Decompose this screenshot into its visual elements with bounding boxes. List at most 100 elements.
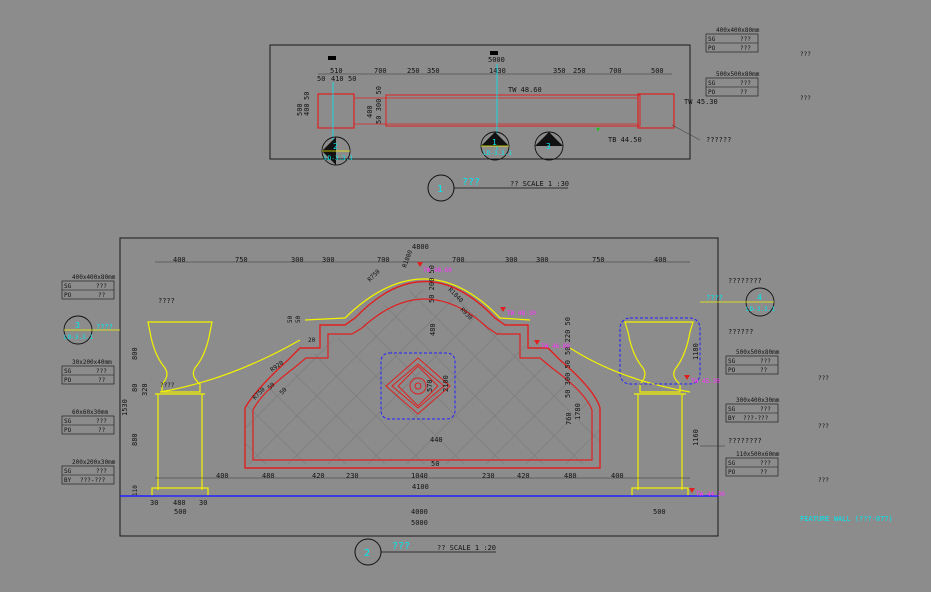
svg-text:SG: SG: [728, 460, 736, 467]
svg-text:500x500x80mm: 500x500x80mm: [736, 349, 780, 356]
svg-text:230: 230: [346, 472, 359, 480]
right-pier: [624, 321, 694, 497]
svg-text:400: 400: [303, 103, 311, 116]
plan-wall-body: [385, 94, 641, 127]
elev-bottom-dims: 400 480 420 230 1040 230 420 480 400: [216, 472, 624, 480]
left-pier-dims: 800 80 320 1530 880 110: [121, 347, 149, 496]
svg-text:700: 700: [609, 67, 622, 75]
svg-text:4000: 4000: [411, 508, 428, 516]
plan-title-scale: ?? SCALE 1 :30: [510, 180, 569, 188]
svg-text:???: ???: [740, 36, 751, 43]
elev-title-text: ???: [392, 541, 410, 552]
svg-text:??: ??: [760, 367, 768, 374]
spec-box-right-1: 500x500x80mm SG??? PO??: [705, 71, 760, 97]
svg-text:60x60x30mm: 60x60x30mm: [72, 409, 109, 416]
svg-text:SG: SG: [64, 283, 72, 290]
plan-right-pier: [637, 93, 675, 129]
feature-wall-label: FEATURE WALL (???-077): [800, 515, 893, 523]
svg-text:250: 250: [573, 67, 586, 75]
svg-text:TW 44.30: TW 44.30: [696, 491, 725, 498]
plan-section-callout-3: 3: [534, 131, 564, 161]
svg-text:400: 400: [611, 472, 624, 480]
svg-text:????: ????: [96, 323, 113, 331]
svg-text:440: 440: [430, 436, 443, 444]
svg-text:????: ????: [706, 294, 723, 302]
svg-text:2: 2: [333, 142, 338, 151]
svg-text:PO: PO: [64, 292, 72, 299]
small-dims: 50 50 20 50 50: [266, 315, 315, 396]
svg-text:???: ???: [800, 51, 811, 58]
spec-box-left-1: 30x200x40mm SG??? PO??: [61, 359, 115, 385]
plan-tb-bottom: TB 44.50: [608, 136, 642, 144]
wall-inner-outline: [252, 298, 593, 461]
plan-title-text: ???: [462, 177, 480, 188]
svg-text:500: 500: [653, 508, 666, 516]
svg-text:480: 480: [564, 472, 577, 480]
svg-text:1430: 1430: [489, 67, 506, 75]
right-vertical-dims: 50 220 50 50 300 50 1780 760: [564, 317, 582, 425]
elev-label-right: ????????: [728, 277, 762, 285]
svg-text:???: ???: [96, 468, 107, 475]
right-edge-notes: ??? ??? ??? ??? ???: [800, 51, 829, 484]
svg-text:200x200x30mm: 200x200x30mm: [72, 459, 116, 466]
spec-box-right-0: 400x400x80mm SG??? PO???: [705, 27, 760, 53]
spec-box-left-3: 200x200x30mm SG??? BY???-???: [61, 459, 116, 485]
svg-text:PO: PO: [708, 89, 716, 96]
wall-outer-outline: [244, 280, 601, 469]
plan-title-block: 1 ??? ?? SCALE 1 :30: [427, 174, 569, 202]
svg-text:SG: SG: [64, 368, 72, 375]
svg-text:R750: R750: [366, 268, 381, 283]
svg-text:R1800: R1800: [401, 249, 414, 269]
plan-section-callout-2: 2 LD-3.3.1: [321, 136, 353, 166]
plan-overall-dim: 5000: [488, 56, 505, 64]
left-pier: [147, 321, 213, 497]
svg-text:400x400x80mm: 400x400x80mm: [716, 27, 760, 34]
green-mark: [596, 127, 600, 131]
svg-text:400: 400: [366, 105, 374, 118]
svg-text:R920: R920: [269, 359, 285, 373]
wall-hatch: [245, 289, 600, 464]
svg-text:480: 480: [429, 323, 437, 336]
svg-text:230: 230: [482, 472, 495, 480]
svg-text:1: 1: [492, 138, 497, 147]
svg-text:LD-3.3.1: LD-3.3.1: [483, 150, 512, 157]
svg-text:50: 50: [295, 315, 302, 323]
svg-text:510: 510: [330, 67, 343, 75]
svg-text:700: 700: [374, 67, 387, 75]
svg-text:50: 50: [287, 315, 294, 323]
arch-coping: [304, 278, 531, 321]
svg-text:PO: PO: [64, 427, 72, 434]
right-urn-highlight: [619, 317, 701, 385]
svg-text:SG: SG: [728, 358, 736, 365]
svg-text:500x500x80mm: 500x500x80mm: [716, 71, 760, 78]
svg-text:30x200x40mm: 30x200x40mm: [72, 359, 112, 366]
svg-text:TW 45.30: TW 45.30: [691, 378, 720, 385]
svg-text:TW 46.80: TW 46.80: [541, 343, 570, 350]
ornament-medallion: [385, 357, 451, 415]
center-vertical-dims: 50 200 50 480 570 2100 440 50: [426, 265, 450, 468]
svg-text:320: 320: [141, 383, 149, 396]
elev-title-number: 2: [364, 548, 370, 559]
svg-text:30: 30: [199, 499, 207, 507]
spec-box-left-2: 60x60x30mm SG??? PO??: [61, 409, 115, 435]
svg-text:TW 48.60: TW 48.60: [423, 267, 452, 274]
plan-frame: [269, 44, 691, 160]
svg-text:SG: SG: [708, 36, 716, 43]
svg-text:???: ???: [818, 423, 829, 430]
elev-label-right: ????????: [728, 437, 762, 445]
svg-text:PO: PO: [728, 469, 736, 476]
svg-text:SG: SG: [64, 418, 72, 425]
plan-title-number: 1: [437, 184, 443, 195]
svg-text:???: ???: [760, 406, 771, 413]
svg-text:??: ??: [740, 89, 748, 96]
tw-marks: TW 48.60 TW 48.30 TW 46.80 TW 45.30 TW 4…: [417, 262, 725, 498]
svg-text:??: ??: [98, 427, 106, 434]
elev-base-dims: 30 480 30 500 4100 4000 5000 500: [150, 483, 666, 527]
svg-text:3: 3: [75, 321, 80, 330]
svg-text:2100: 2100: [442, 375, 450, 392]
svg-text:400: 400: [216, 472, 229, 480]
svg-text:20: 20: [308, 337, 316, 344]
svg-text:SG: SG: [728, 406, 736, 413]
elevation-title-block: 2 ??? ?? SCALE 1 :20: [354, 538, 496, 566]
